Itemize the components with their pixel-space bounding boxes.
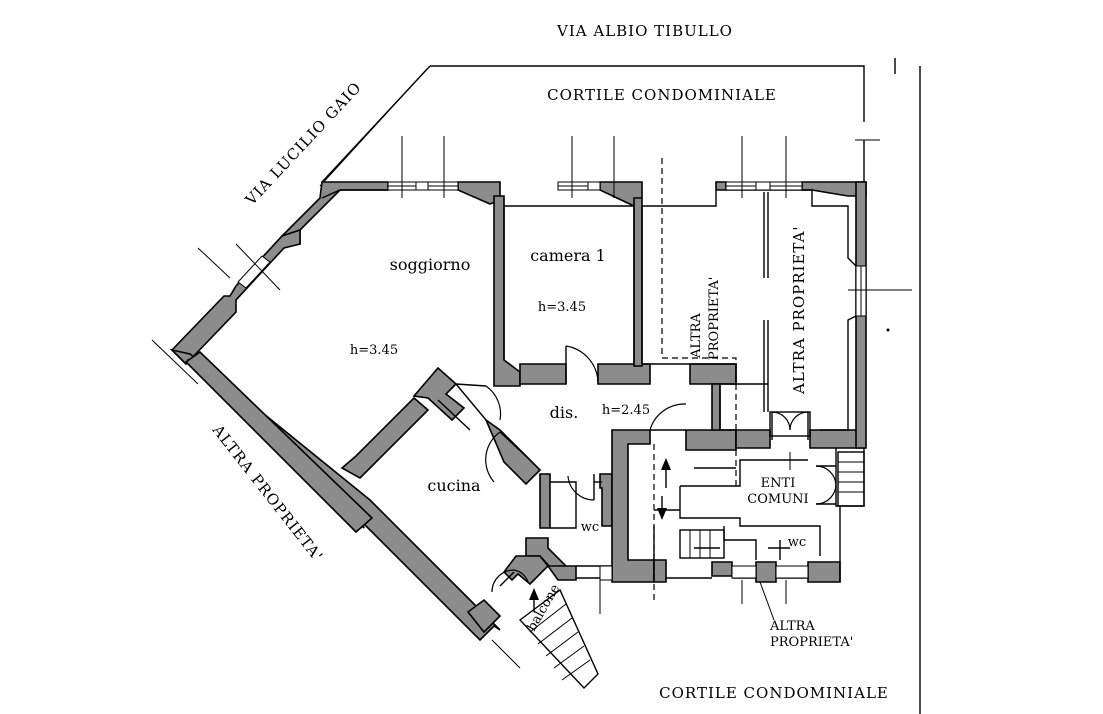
balcony-arrow-icon bbox=[529, 588, 539, 600]
common-areas-line1: ENTI bbox=[761, 476, 796, 491]
site-boundaries bbox=[319, 58, 921, 714]
arrows bbox=[529, 452, 791, 621]
stairs bbox=[518, 411, 865, 690]
neighbor-bottom-line2: PROPRIETA' bbox=[770, 635, 853, 650]
property-dashed-lines bbox=[653, 158, 737, 604]
courtyard-top-label: CORTILE CONDOMINIALE bbox=[547, 86, 777, 104]
marker-dot bbox=[886, 328, 890, 332]
axis-ticks bbox=[151, 136, 912, 669]
bearing-walls bbox=[169, 181, 867, 642]
neighbor-bottom-line1: ALTRA bbox=[769, 619, 815, 634]
common-areas-line2: COMUNI bbox=[747, 492, 808, 507]
room-soggiorno-label: soggiorno bbox=[390, 255, 471, 274]
neighbor-center-line1: ALTRA bbox=[689, 313, 704, 359]
neighbor-center-line2: PROPRIETA' bbox=[707, 277, 722, 360]
room-dis-label: dis. bbox=[550, 403, 579, 422]
street-top-label: VIA ALBIO TIBULLO bbox=[556, 22, 733, 40]
room-wc-label: wc bbox=[581, 520, 599, 535]
room-outlines bbox=[321, 189, 865, 582]
room-dis-height: h=2.45 bbox=[602, 403, 650, 418]
room-camera-label: camera 1 bbox=[530, 246, 606, 265]
room-camera-height: h=3.45 bbox=[538, 300, 586, 315]
room-cucina-label: cucina bbox=[427, 476, 481, 495]
room-balcone-label: balcone bbox=[524, 582, 563, 634]
courtyard-bottom-label: CORTILE CONDOMINIALE bbox=[659, 684, 889, 702]
down-arrow-icon bbox=[657, 508, 667, 520]
common-wc-label: wc bbox=[788, 535, 806, 550]
neighbor-right-label: ALTRA PROPRIETA' bbox=[790, 225, 808, 395]
windows bbox=[237, 181, 867, 581]
labels: VIA ALBIO TIBULLO CORTILE CONDOMINIALE C… bbox=[208, 22, 889, 702]
room-soggiorno-height: h=3.45 bbox=[350, 343, 398, 358]
up-arrow-icon bbox=[661, 458, 671, 470]
